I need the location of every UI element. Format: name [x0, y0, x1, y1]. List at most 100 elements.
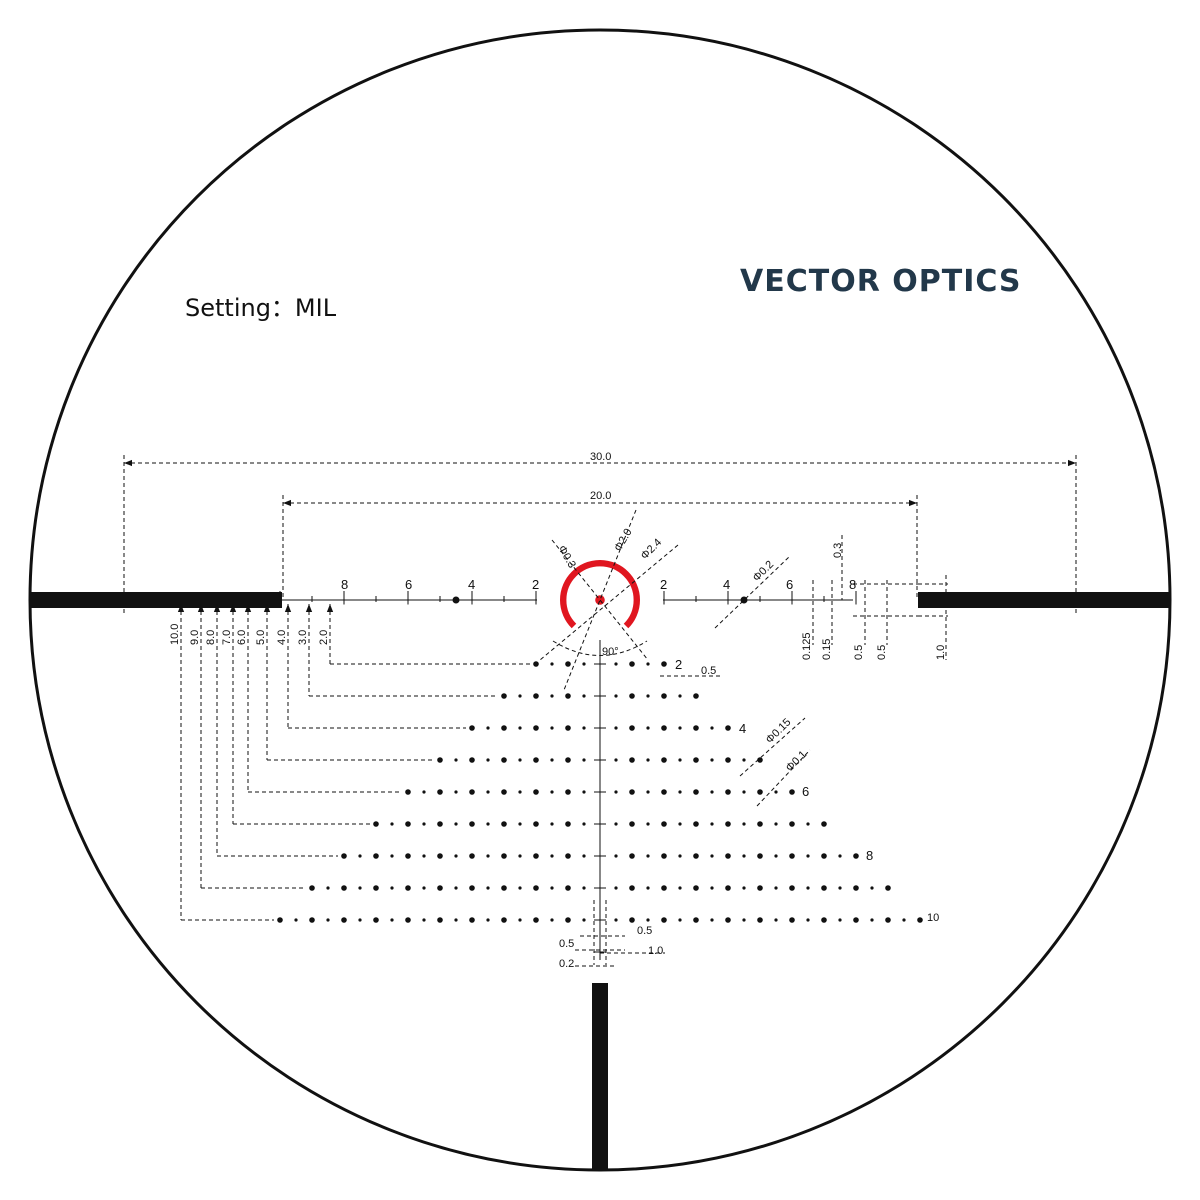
holdover-dot: [405, 917, 411, 923]
right-thick-post: [918, 592, 1170, 608]
elevation-label-10: 10.0: [169, 624, 181, 645]
holdover-dot: [678, 886, 682, 890]
holdover-dot: [917, 917, 923, 923]
holdover-dot: [486, 918, 490, 922]
holdover-dot: [789, 853, 795, 859]
arrow: [177, 604, 185, 612]
holdover-dot: [422, 822, 426, 826]
holdover-dot: [661, 757, 667, 763]
holdover-dot: [693, 853, 699, 859]
holdover-dot: [614, 758, 618, 762]
dim-small-dot: Φ0.1: [784, 749, 810, 775]
dim-gap-b: 0.5: [876, 645, 888, 660]
holdover-dot: [533, 693, 539, 699]
holdover-dot: [486, 886, 490, 890]
holdover-dot: [742, 822, 746, 826]
elevation-label-2: 2.0: [318, 630, 330, 645]
holdover-dot: [341, 885, 347, 891]
holdover-dot: [725, 853, 731, 859]
holdover-dot: [533, 853, 539, 859]
dim-dot-spacing: 0.5: [701, 665, 716, 677]
hlabel-right-6: 6: [786, 577, 793, 592]
arrow: [283, 499, 291, 507]
holdover-dot: [614, 854, 618, 858]
holdover-dot: [326, 918, 330, 922]
row-label-6: 6: [802, 784, 809, 799]
hlabel-left-2: 2: [532, 577, 539, 592]
holdover-dot: [501, 725, 507, 731]
holdover-dot: [661, 821, 667, 827]
holdover-dot: [405, 853, 411, 859]
holdover-dot: [774, 822, 778, 826]
hlabel-left-6: 6: [405, 577, 412, 592]
holdover-dot: [646, 822, 650, 826]
holdover-dot: [853, 917, 859, 923]
holdover-dot: [550, 726, 554, 730]
hlabel-right-2: 2: [660, 577, 667, 592]
holdover-dot: [629, 661, 635, 667]
ring-diag-1: [551, 539, 649, 661]
arrow: [229, 604, 237, 612]
holdover-dot: [838, 918, 842, 922]
holdover-dot: [294, 918, 298, 922]
holdover-dot: [821, 885, 827, 891]
holdover-dot: [806, 918, 810, 922]
holdover-dot: [533, 661, 539, 667]
holdover-dot: [710, 854, 714, 858]
holdover-dot: [789, 917, 795, 923]
holdover-dot: [518, 886, 522, 890]
holdover-dot: [437, 885, 443, 891]
holdover-dot: [710, 790, 714, 794]
holdover-dot: [277, 917, 283, 923]
holdover-dot: [710, 726, 714, 730]
dim-gap-a: 0.5: [853, 645, 865, 660]
holdover-dot: [742, 854, 746, 858]
holdover-dot: [870, 886, 874, 890]
angle-arc: [552, 640, 648, 656]
holdover-dot: [725, 725, 731, 731]
holdover-dot: [661, 885, 667, 891]
holdover-dot: [582, 854, 586, 858]
holdover-dot: [565, 725, 571, 731]
holdover-dot: [646, 694, 650, 698]
holdover-dot: [533, 821, 539, 827]
holdover-dot: [454, 886, 458, 890]
holdover-dot: [693, 917, 699, 923]
holdover-dot: [486, 726, 490, 730]
holdover-dot: [757, 853, 763, 859]
ring-diag-3: [539, 544, 679, 661]
holdover-dot: [885, 885, 891, 891]
holdover-dot: [422, 886, 426, 890]
holdover-dot: [518, 822, 522, 826]
dim-bottom-b: 0.5: [559, 938, 574, 950]
center-dot: [595, 595, 605, 605]
holdover-dot: [533, 789, 539, 795]
brand-logo: VECTOR OPTICS: [740, 264, 1022, 299]
holdover-dot: [565, 821, 571, 827]
holdover-dot: [390, 918, 394, 922]
holdover-dot: [518, 758, 522, 762]
row-label-8: 8: [866, 848, 873, 863]
holdover-dot: [486, 822, 490, 826]
holdover-dot: [614, 662, 618, 666]
holdover-dot: [710, 886, 714, 890]
holdover-dot: [725, 789, 731, 795]
illuminated-ring: [560, 560, 640, 629]
holdover-dot: [629, 885, 635, 891]
elevation-label-8: 8.0: [205, 630, 217, 645]
holdover-dot: [838, 854, 842, 858]
dim-30: 30.0: [590, 451, 611, 463]
holdover-dot: [533, 725, 539, 731]
holdover-dot: [518, 726, 522, 730]
holdover-dot: [501, 917, 507, 923]
arrow: [305, 604, 313, 612]
holdover-dot: [646, 854, 650, 858]
holdover-dot: [533, 917, 539, 923]
dim-hash-dot: Φ0.2: [751, 559, 777, 585]
arrow: [263, 604, 271, 612]
dim-line-thickness: 0.125: [801, 632, 813, 660]
holdover-dot: [821, 853, 827, 859]
dim-post-thickness: 1.0: [935, 645, 947, 660]
holdover-dot: [309, 917, 315, 923]
